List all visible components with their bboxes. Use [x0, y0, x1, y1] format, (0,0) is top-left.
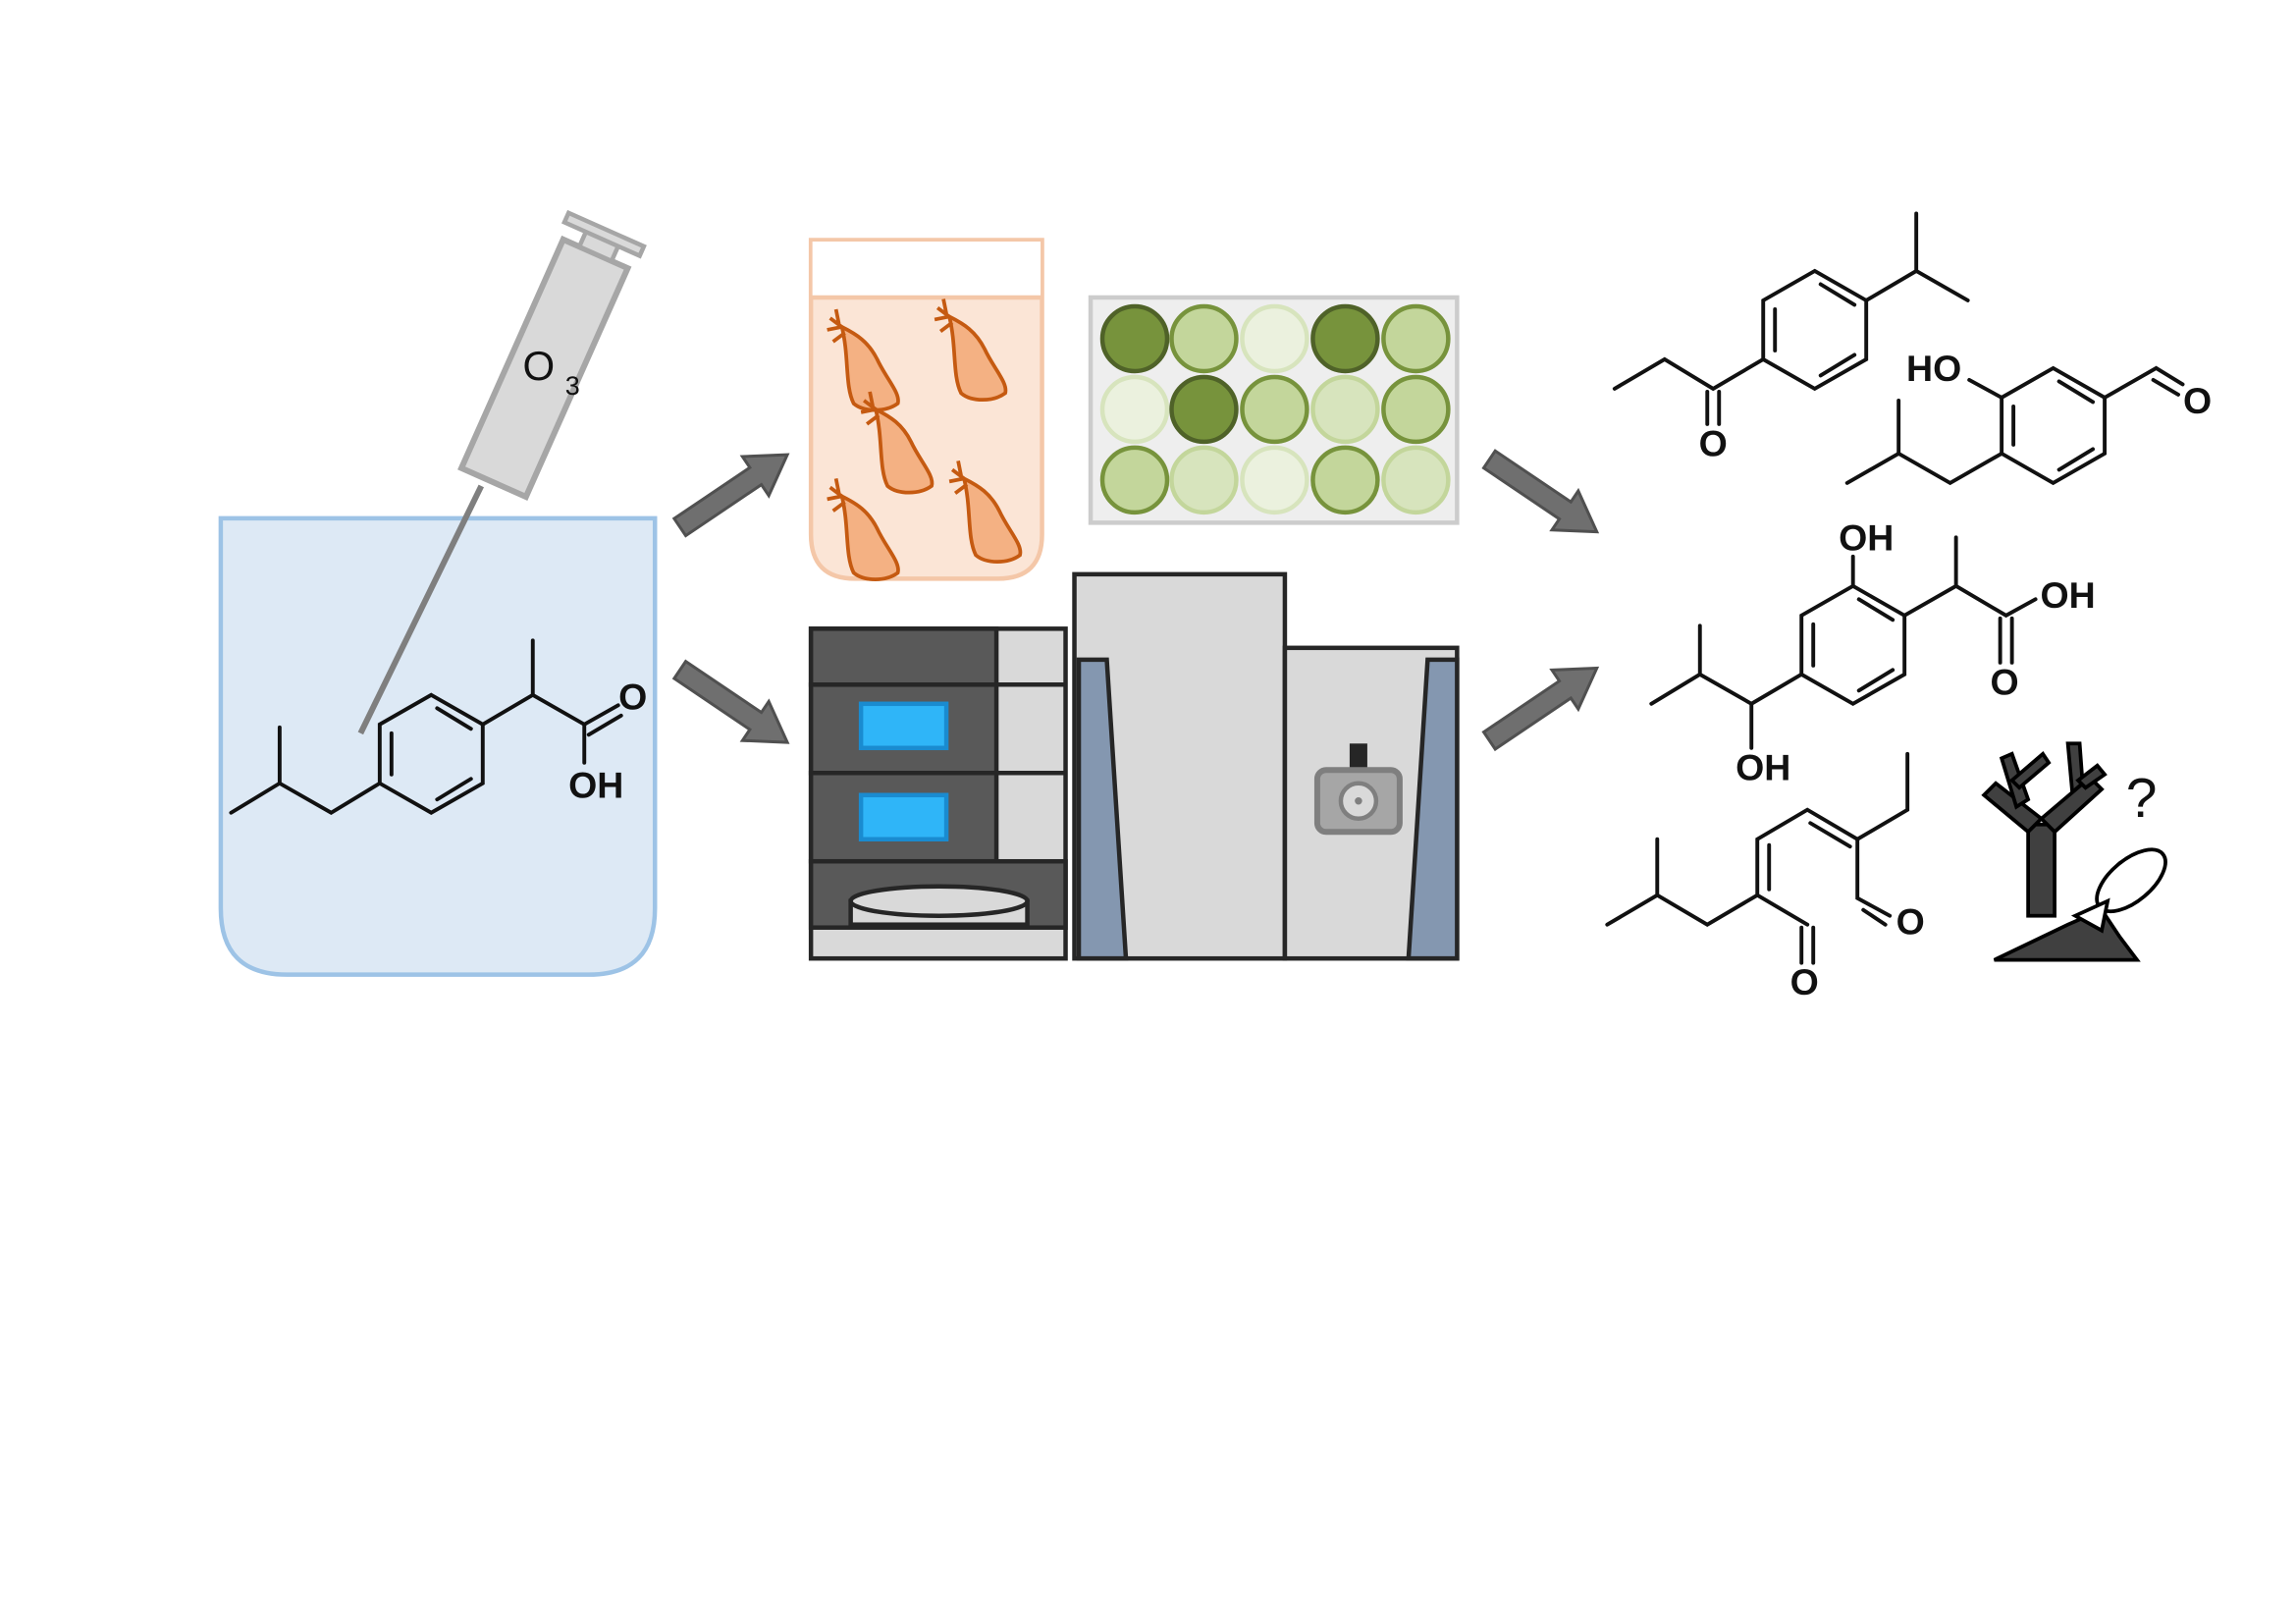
atom-label: O: [1991, 661, 2019, 702]
screen-icon: [858, 792, 949, 841]
algae-well-plate: [1088, 295, 1460, 525]
arrow-icon: [665, 648, 803, 764]
lc-ms-instrument: [808, 571, 1460, 961]
ibuprofen-structure: O OH: [229, 638, 647, 816]
dead-tree-icon: ?: [1981, 741, 2167, 962]
atom-label: O: [2183, 380, 2212, 421]
atom-label: OH: [1735, 746, 1790, 787]
atom-label: OH: [1839, 516, 1894, 558]
atom-label: O: [1790, 961, 1819, 1002]
beaker: [218, 515, 658, 977]
product-structure-4: O O: [1605, 751, 1925, 1002]
question-mark: ?: [2126, 767, 2158, 830]
atom-label: O: [618, 676, 647, 717]
atom-label: OH: [2040, 574, 2095, 616]
camera-icon: [1313, 743, 1403, 836]
atom-label: O: [1896, 901, 1925, 943]
ozone-label: O: [522, 343, 555, 389]
ozone-subscript: 3: [565, 371, 580, 401]
arrow-icon: [1474, 438, 1612, 554]
atom-label: HO: [1906, 348, 1961, 389]
atom-label: O: [1699, 422, 1728, 463]
arrow-icon: [665, 433, 803, 549]
product-structure-3: OH OH O OH: [1649, 516, 2096, 787]
product-structure-2: HO O: [1844, 348, 2212, 486]
atom-label: OH: [568, 764, 623, 805]
screen-icon: [858, 701, 949, 751]
arrow-icon: [1474, 647, 1612, 762]
organism-test-tube: [808, 238, 1044, 581]
product-structure-1: O: [1612, 211, 1970, 463]
ozone-syringe: O 3: [357, 209, 647, 735]
